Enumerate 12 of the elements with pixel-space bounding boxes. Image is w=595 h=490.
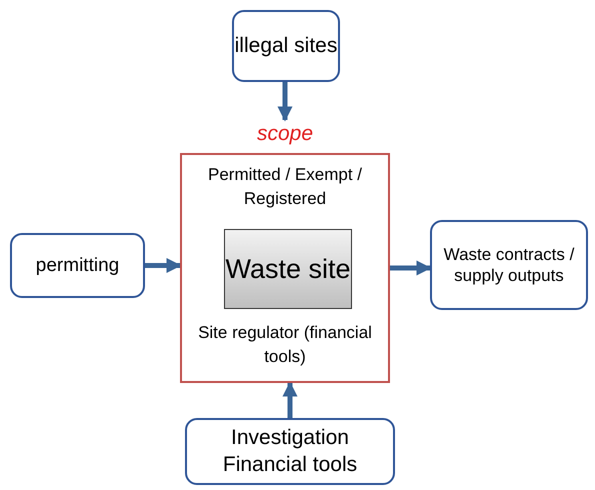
output-box: Waste contracts / supply outputs xyxy=(430,220,588,310)
frame-text: Site regulator (financial tools) xyxy=(197,322,373,368)
arrow xyxy=(390,260,432,276)
arrow xyxy=(145,258,182,273)
arrow xyxy=(278,82,292,122)
input-box: Investigation Financial tools xyxy=(185,418,395,485)
arrow xyxy=(282,382,298,418)
site-box: Waste site xyxy=(224,229,352,309)
input-box: permitting xyxy=(10,233,145,298)
frame-text: Permitted / Exempt / Registered xyxy=(207,164,363,210)
source-box: illegal sites xyxy=(232,10,340,82)
scope-heading: scope xyxy=(256,122,314,146)
